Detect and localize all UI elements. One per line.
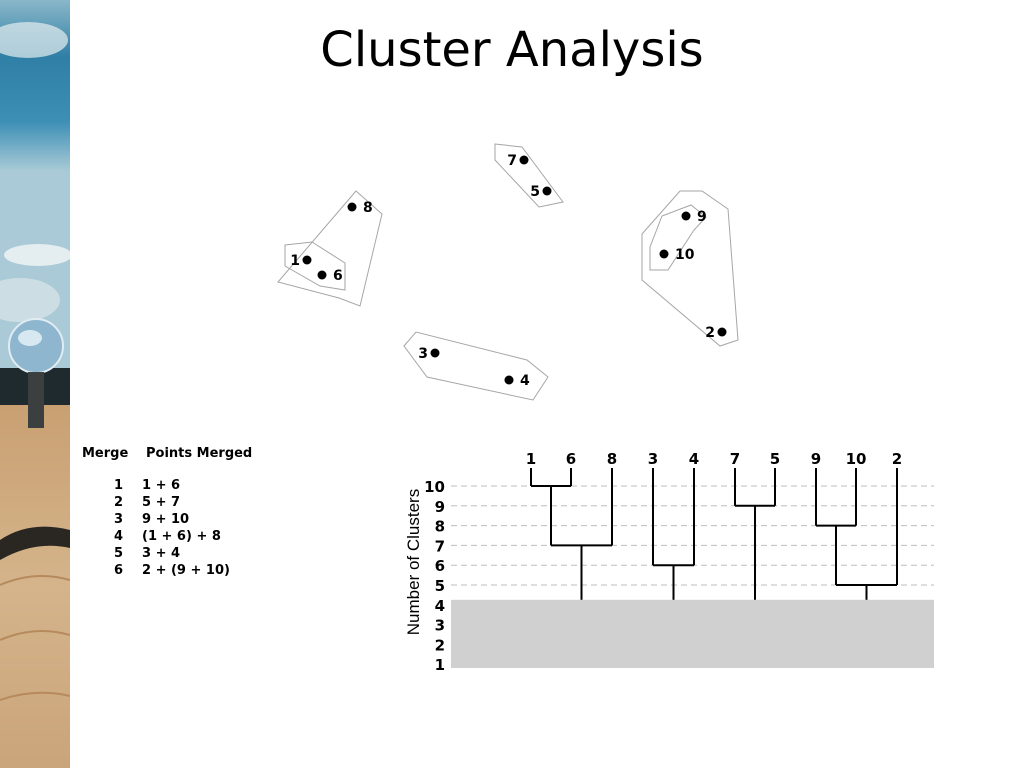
merge-table: Merge Points Merged 1 1 + 6 2 5 + 7 3 9 + 1…: [82, 446, 252, 579]
point-label-6: 6: [333, 268, 343, 284]
y-tick-label: 2: [435, 636, 445, 654]
merged-points: 5 + 7: [142, 495, 181, 510]
point-dot-8: [347, 202, 357, 212]
merge-row: 5 3 + 4: [82, 545, 252, 562]
point-label-9: 9: [697, 209, 707, 225]
leaf-label: 6: [566, 450, 576, 468]
leaf-label: 8: [607, 450, 617, 468]
point-dot-2: [717, 327, 727, 337]
point-dot-6: [317, 270, 327, 280]
point-label-3: 3: [418, 346, 428, 362]
merged-points: 2 + (9 + 10): [142, 563, 230, 578]
cluster-outline-1-6-8: [277, 190, 383, 307]
point-label-7: 7: [507, 153, 517, 169]
merge-row: 6 2 + (9 + 10): [82, 562, 252, 579]
point-label-10: 10: [675, 247, 695, 263]
point-label-4: 4: [520, 373, 530, 389]
point-label-5: 5: [530, 184, 540, 200]
y-tick-label: 5: [435, 577, 445, 595]
merged-points: (1 + 6) + 8: [142, 529, 221, 544]
point-dot-3: [430, 348, 440, 358]
y-tick-label: 4: [435, 597, 445, 615]
y-tick-label: 3: [435, 617, 445, 635]
cluster-outline-1-6: [284, 241, 346, 291]
slide-title: Cluster Analysis: [320, 22, 704, 78]
point-dot-4: [504, 375, 514, 385]
merge-step: 1: [114, 478, 124, 493]
y-tick-label: 9: [435, 498, 445, 516]
leaf-label: 10: [846, 450, 867, 468]
leaf-label: 9: [811, 450, 821, 468]
point-dot-1: [302, 255, 312, 265]
point-label-1: 1: [290, 253, 300, 269]
merge-step: 6: [114, 563, 124, 578]
point-dot-10: [659, 249, 669, 259]
cluster-outline-3-4: [403, 331, 549, 401]
point-dot-5: [542, 186, 552, 196]
merge-row: 4 (1 + 6) + 8: [82, 528, 252, 545]
y-tick-label: 6: [435, 557, 445, 575]
y-tick-label: 1: [435, 656, 445, 674]
leaf-label: 2: [892, 450, 902, 468]
cluster-outline-2-9-10: [641, 190, 739, 347]
y-tick-label: 7: [435, 537, 445, 555]
leaf-label: 1: [526, 450, 536, 468]
leaf-label: 3: [648, 450, 658, 468]
y-tick-label: 10: [424, 478, 445, 496]
merged-points: 1 + 6: [142, 478, 181, 493]
leaf-label: 4: [689, 450, 699, 468]
merged-points: 9 + 10: [142, 512, 190, 527]
y-axis-title: Number of Clusters: [404, 489, 423, 635]
merge-table-header: Merge Points Merged: [82, 446, 252, 461]
point-label-2: 2: [705, 325, 715, 341]
points-merged-column-header: Points Merged: [146, 446, 253, 461]
merge-row: 1 1 + 6: [82, 477, 252, 494]
point-dot-7: [519, 155, 529, 165]
merge-row: 3 9 + 10: [82, 511, 252, 528]
cut-level-shading: [451, 599, 934, 668]
merged-points: 3 + 4: [142, 546, 181, 561]
merge-column-header: Merge: [82, 446, 129, 461]
leaf-label: 7: [730, 450, 740, 468]
merge-row: 2 5 + 7: [82, 494, 252, 511]
point-label-8: 8: [363, 200, 373, 216]
point-dot-9: [681, 211, 691, 221]
merge-step: 2: [114, 495, 124, 510]
decorative-side-strip: [0, 0, 70, 768]
merge-step: 5: [114, 546, 124, 561]
cluster-outline-9-10: [649, 204, 707, 271]
merge-step: 4: [114, 529, 124, 544]
cluster-outline-5-7: [494, 143, 564, 208]
leaf-label: 5: [770, 450, 780, 468]
y-tick-label: 8: [435, 518, 445, 536]
merge-step: 3: [114, 512, 124, 527]
